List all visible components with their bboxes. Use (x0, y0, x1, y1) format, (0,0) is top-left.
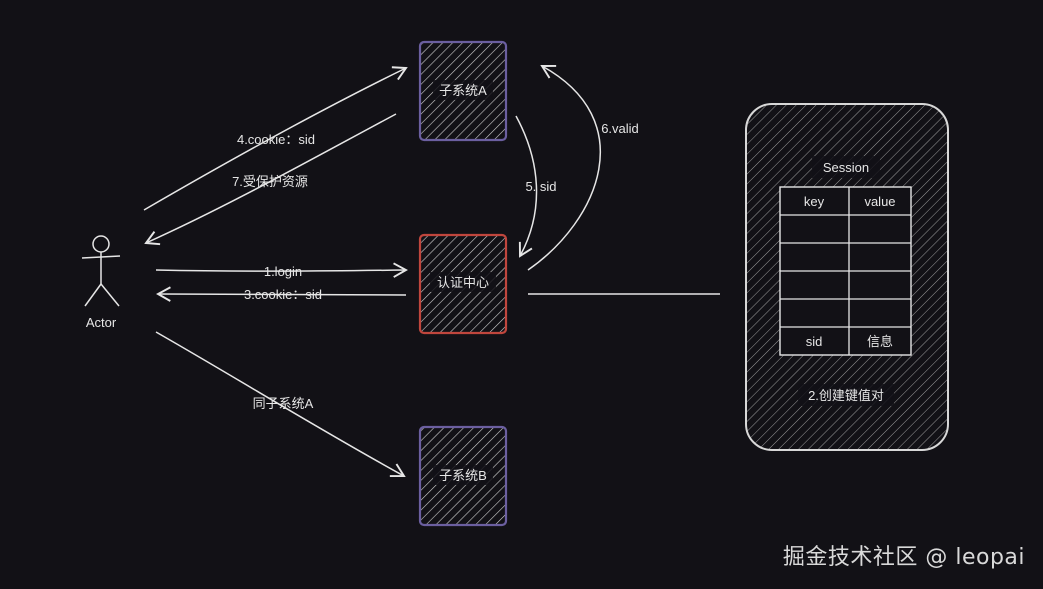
actor-right-leg (100, 283, 120, 307)
edge-same-as-a-label: 同子系统A (253, 396, 314, 411)
edge-sid-to-auth-label: 5. sid (525, 179, 556, 194)
actor-figure[interactable] (81, 235, 121, 307)
session-table: key value sid 信息 (779, 186, 912, 356)
actor-arms (81, 255, 121, 259)
session-table-cell-sid: sid (806, 334, 823, 349)
watermark: 掘金技术社区 @ leopai (782, 545, 1025, 570)
session-store[interactable]: Session key value sid 信息 2.创建键值对 (745, 103, 949, 451)
subsystem-a-label: 子系统A (439, 83, 487, 98)
session-footer-bg (798, 384, 894, 406)
auth-center-node[interactable]: 认证中心 (418, 233, 508, 335)
subsystem-b-label: 子系统B (439, 468, 487, 483)
edge-protected-resource-label: 7.受保护资源 (232, 174, 308, 189)
session-table-cell-info: 信息 (867, 334, 893, 349)
subsystem-a-label-bg (433, 80, 493, 100)
actor-label: Actor (86, 315, 117, 330)
edge-same-as-a[interactable] (155, 331, 406, 478)
edge-cookie-sid-return[interactable] (156, 286, 407, 302)
actor-head (92, 235, 110, 253)
edge-protected-resource[interactable] (144, 113, 397, 246)
session-footer: 2.创建键值对 (808, 388, 884, 403)
edge-login-label: 1.login (264, 264, 302, 279)
edge-valid-label: 6.valid (601, 121, 639, 136)
session-table-header-value: value (864, 194, 895, 209)
edge-cookie-sid-to-a-label: 4.cookie：sid (237, 132, 315, 147)
subsystem-a-node[interactable]: 子系统A (418, 40, 508, 142)
edge-valid[interactable] (527, 65, 601, 271)
actor-left-leg (84, 283, 102, 307)
edge-login[interactable] (155, 262, 408, 278)
subsystem-b-node[interactable]: 子系统B (418, 425, 508, 527)
subsystem-b-label-bg (433, 465, 493, 485)
auth-center-label: 认证中心 (437, 275, 489, 290)
session-title-bg (812, 156, 880, 178)
edge-cookie-sid-return-label: 3.cookie：sid (244, 287, 322, 302)
session-title: Session (823, 160, 869, 175)
edge-sid-to-auth[interactable] (515, 115, 538, 258)
edge-cookie-sid-to-a[interactable] (143, 66, 408, 211)
session-table-header-key: key (804, 194, 825, 209)
auth-center-label-bg (430, 272, 496, 292)
